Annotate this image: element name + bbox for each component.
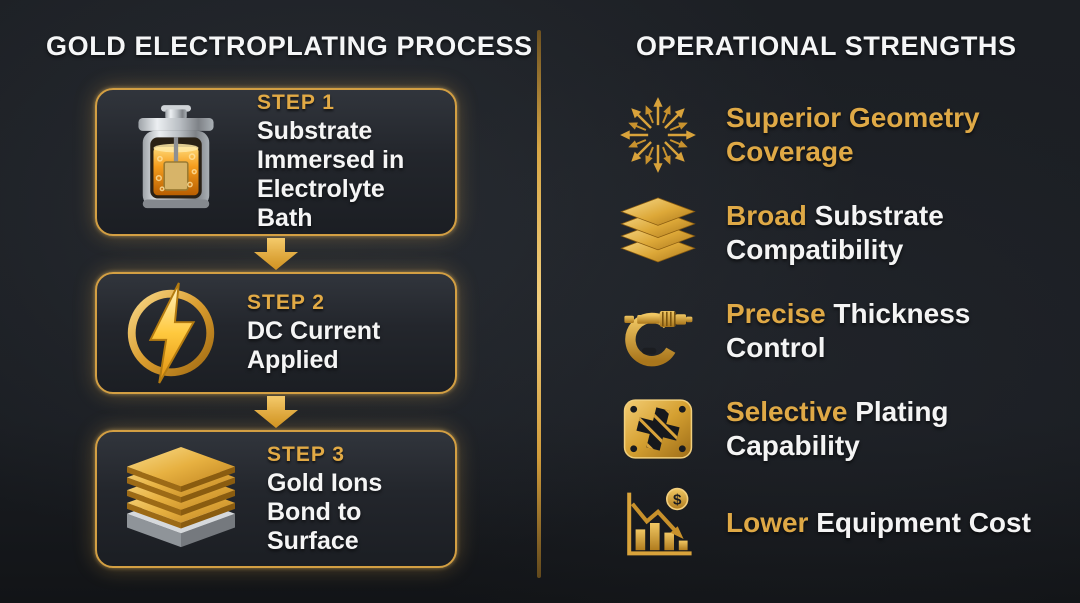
strength-gold-text: Broad — [726, 200, 807, 232]
strength-text-cost: Lower Equipment Cost — [726, 506, 1031, 540]
strength-white-text: Equipment Cost — [808, 507, 1031, 539]
strength-gold-text: Selective — [726, 396, 848, 428]
step-3-box: STEP 3 Gold Ions Bond to Surface — [95, 430, 457, 568]
strength-white-text: Substrate Compatibility — [726, 200, 944, 265]
strength-text-geometry: Superior Geometry Coverage — [726, 101, 1056, 168]
cost-chart-icon: $ — [614, 483, 702, 563]
micrometer-icon — [614, 291, 702, 371]
strength-row-substrate: Broad Substrate Compatibility — [614, 188, 1064, 278]
strength-white-text: Plating Capability — [726, 396, 949, 461]
right-panel-title: OPERATIONAL STRENGTHS — [636, 31, 1017, 61]
strength-text-substrate: Broad Substrate Compatibility — [726, 199, 1056, 266]
strength-row-geometry: Superior Geometry Coverage — [614, 90, 1064, 180]
lightning-bolt-icon — [117, 279, 225, 387]
step-2-title: DC Current Applied — [247, 317, 381, 374]
strength-row-thickness: Precise Thickness Control — [614, 286, 1064, 376]
step-1-title: Substrate Immersed in Electrolyte Bath — [257, 117, 405, 232]
strength-white-text: Thickness Control — [726, 298, 971, 363]
step-2-box: STEP 2 DC Current Applied — [95, 272, 457, 394]
svg-text:$: $ — [673, 492, 682, 509]
down-arrow-connector-1 — [254, 238, 298, 270]
radiating-arrows-icon — [614, 94, 702, 176]
strength-gold-text: Superior Geometry Coverage — [726, 102, 980, 167]
electrolyte-tank-icon — [117, 103, 235, 221]
down-arrow-connector-2 — [254, 396, 298, 428]
strength-gold-text: Precise — [726, 298, 826, 330]
strength-gold-text: Lower — [726, 507, 809, 539]
step-3-label: STEP 3 — [267, 442, 345, 466]
step-3-title: Gold Ions Bond to Surface — [267, 468, 383, 555]
strength-row-selective: Selective Plating Capability — [614, 384, 1064, 474]
masked-plate-icon — [614, 391, 702, 467]
step-1-label: STEP 1 — [257, 91, 335, 114]
vertical-divider — [537, 30, 541, 578]
step-1-box: STEP 1 Substrate Immersed in Electrolyte… — [95, 88, 457, 236]
strength-row-cost: $ Lower Equipment Cost — [614, 478, 1064, 568]
strength-text-thickness: Precise Thickness Control — [726, 297, 1056, 364]
left-panel-title: GOLD ELECTROPLATING PROCESS — [46, 31, 533, 61]
step-2-label: STEP 2 — [247, 291, 325, 314]
substrate-layers-icon — [614, 194, 702, 272]
gold-layers-icon — [117, 445, 245, 553]
strength-text-selective: Selective Plating Capability — [726, 395, 1056, 462]
